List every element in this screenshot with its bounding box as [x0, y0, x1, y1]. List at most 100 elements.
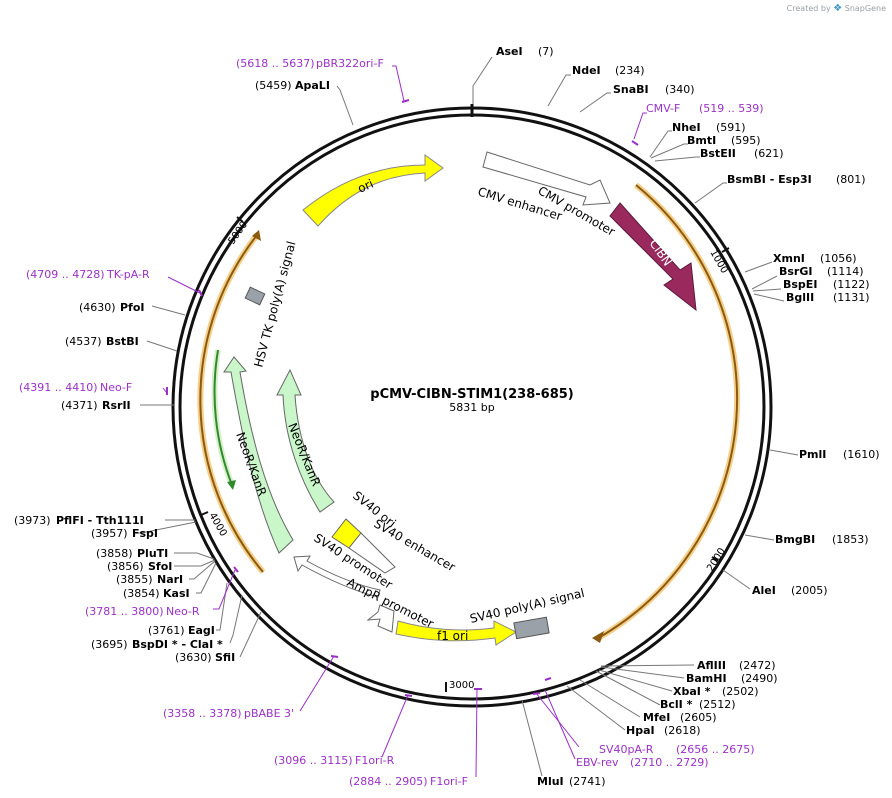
enzyme-alei: AleI(2005) [752, 584, 828, 597]
enzyme-bstbi: (4537)BstBI [65, 335, 139, 348]
tick-1000-mark [721, 247, 730, 253]
enzyme-pluti-pos: (3858) [96, 547, 133, 560]
plasmid-length: 5831 bp [449, 401, 494, 414]
enzyme-snabi-pos: (340) [665, 83, 695, 96]
enzyme-xbai-name: XbaI * [673, 685, 711, 698]
primer-tk-pa-r: (4709 .. 4728)TK-pA-R [26, 268, 150, 281]
feature-ori-label: ori [356, 177, 376, 196]
tick-4000-mark [200, 511, 209, 516]
primer-neo-r-range: (3781 .. 3800) [85, 605, 164, 618]
enzyme-afliii: AflIII(2472) [697, 659, 776, 672]
feature-f1-ori-label: f1 ori [437, 629, 468, 643]
enzyme-xmni-pos: (1056) [820, 252, 857, 265]
enzyme-mlui: MluI(2741) [537, 775, 606, 788]
enzyme-bspdi-clai-pos: (3695) [91, 638, 128, 651]
enzyme-bmgbi-name: BmgBI [775, 533, 815, 546]
enzyme-alei-name: AleI [752, 584, 776, 597]
enzyme-asei: AseI(7) [496, 45, 554, 58]
enzyme-bmti-pos: (595) [731, 134, 761, 147]
tick-5000-mark [236, 216, 244, 223]
primer-ebv-rev-range: (2710 .. 2729) [630, 756, 709, 769]
primer-pbr322ori-f-name: pBR322ori-F [316, 57, 384, 70]
feature-sv40-polya-box [513, 616, 550, 640]
enzyme-kasi-pos: (3854) [123, 587, 160, 600]
feature-sv40-enhancer-box [348, 532, 396, 574]
credit-prefix: Created by [786, 4, 831, 13]
enzyme-nhei-name: NheI [672, 121, 701, 134]
enzyme-pmli-pos: (1610) [843, 448, 880, 461]
orf-cibn-stim-arrowhead [592, 631, 604, 643]
enzyme-bsrgi-name: BsrGI [779, 265, 812, 278]
enzyme-nari-name: NarI [157, 573, 183, 586]
primer-tk-pa-r-name: TK-pA-R [106, 268, 150, 281]
primer-f1ori-r-name: F1ori-R [355, 754, 395, 767]
enzyme-bmgbi: BmgBI(1853) [775, 533, 869, 546]
enzyme-labels: AseI(7) NdeI(234) SnaBI(340) NheI(591) B… [14, 45, 880, 788]
enzyme-bspdi-clai-name: BspDI * - ClaI * [132, 638, 223, 651]
enzyme-snabi: SnaBI(340) [613, 83, 695, 96]
enzyme-kasi-name: KasI [163, 587, 190, 600]
enzyme-nhei-pos: (591) [716, 121, 746, 134]
enzyme-pluti: (3858) PluTI [96, 547, 168, 560]
enzyme-mlui-pos: (2741) [569, 775, 606, 788]
primer-ebv-rev-name: EBV-rev [576, 756, 619, 769]
enzyme-bsmbi-esp3i-pos: (801) [836, 173, 866, 186]
enzyme-leader-lines [134, 56, 799, 777]
snapgene-credit: Created by ❖ SnapGene [787, 3, 886, 14]
feature-neor-inner-arrow [276, 368, 335, 513]
primer-cmv-f-range: (519 .. 539) [699, 102, 764, 115]
enzyme-nari: (3855)NarI [116, 573, 183, 586]
enzyme-bcli: BclI *(2512) [660, 698, 736, 711]
enzyme-nhei: NheI (591) [672, 121, 746, 134]
primer-neo-f-range: (4391 .. 4410) [19, 381, 98, 394]
enzyme-mfei-pos: (2605) [680, 711, 717, 724]
orf-arcs [197, 182, 741, 643]
primer-tk-pa-r-range: (4709 .. 4728) [26, 268, 105, 281]
enzyme-bcli-name: BclI * [660, 698, 693, 711]
primer-ebv-rev: EBV-rev (2710 .. 2729) [576, 756, 709, 769]
enzyme-sfii-pos: (3630) [175, 651, 212, 664]
feature-cmv-arrow [482, 151, 611, 206]
feature-f1-ori-arrow [395, 620, 518, 646]
primer-neo-r: (3781 .. 3800)Neo-R [85, 605, 200, 618]
feature-sv40-promoter-arrow [293, 555, 381, 598]
enzyme-bsrgi-pos: (1114) [827, 265, 864, 278]
plasmid-name: pCMV-CIBN-STIM1(238-685) [370, 387, 573, 402]
feature-ampr-promoter-arrow [366, 604, 395, 633]
enzyme-ndei-pos: (234) [615, 64, 645, 77]
enzyme-kasi: (3854)KasI [123, 587, 190, 600]
enzyme-pflfi-tth111i: (3973)PflFI - Tth111I [14, 514, 144, 527]
enzyme-bamhi-pos: (2490) [741, 672, 778, 685]
enzyme-pflfi-tth111i-pos: (3973) [14, 514, 51, 527]
enzyme-bmti-name: BmtI [687, 134, 716, 147]
enzyme-pfoi: (4630)PfoI [79, 301, 145, 314]
enzyme-bspei-name: BspEI [783, 278, 817, 291]
enzyme-bspei: BspEI(1122) [783, 278, 870, 291]
primer-pbabe-3-name: pBABE 3' [244, 707, 294, 720]
primer-pbr322ori-f-range: (5618 .. 5637) [236, 57, 315, 70]
enzyme-rsrii-pos: (4371) [61, 399, 98, 412]
tick-2000-mark [711, 556, 719, 562]
primer-neo-f: (4391 .. 4410)Neo-F [19, 381, 132, 394]
snapgene-logo-icon: ❖ [833, 3, 843, 14]
primer-f1ori-r: (3096 .. 3115)F1ori-R [274, 754, 395, 767]
enzyme-afliii-name: AflIII [697, 659, 726, 672]
primer-f1ori-r-range: (3096 .. 3115) [274, 754, 353, 767]
primer-sv40pa-r-name: SV40pA-R [599, 743, 654, 756]
primer-sv40pa-r-range: (2656 .. 2675) [676, 743, 755, 756]
enzyme-xmni: XmnI(1056) [773, 252, 857, 265]
primer-neo-f-name: Neo-F [100, 381, 132, 394]
primer-sv40pa-r: SV40pA-R (2656 .. 2675) [599, 743, 755, 756]
enzyme-bspdi-clai: (3695) BspDI * - ClaI * [91, 638, 223, 651]
primer-pbabe-3-range: (3358 .. 3378) [163, 707, 242, 720]
enzyme-sfii: (3630)SfiI [175, 651, 235, 664]
enzyme-bglii: BglII(1131) [786, 291, 870, 304]
orf-neo-arc [213, 349, 233, 486]
enzyme-sfoi-pos: (3856) [107, 560, 144, 573]
enzyme-pluti-name: PluTI [137, 547, 168, 560]
enzyme-sfoi: (3856)SfoI [107, 560, 172, 573]
primer-marks [166, 99, 639, 697]
enzyme-bsrgi: BsrGI (1114) [779, 265, 864, 278]
enzyme-bstbi-name: BstBI [106, 335, 139, 348]
